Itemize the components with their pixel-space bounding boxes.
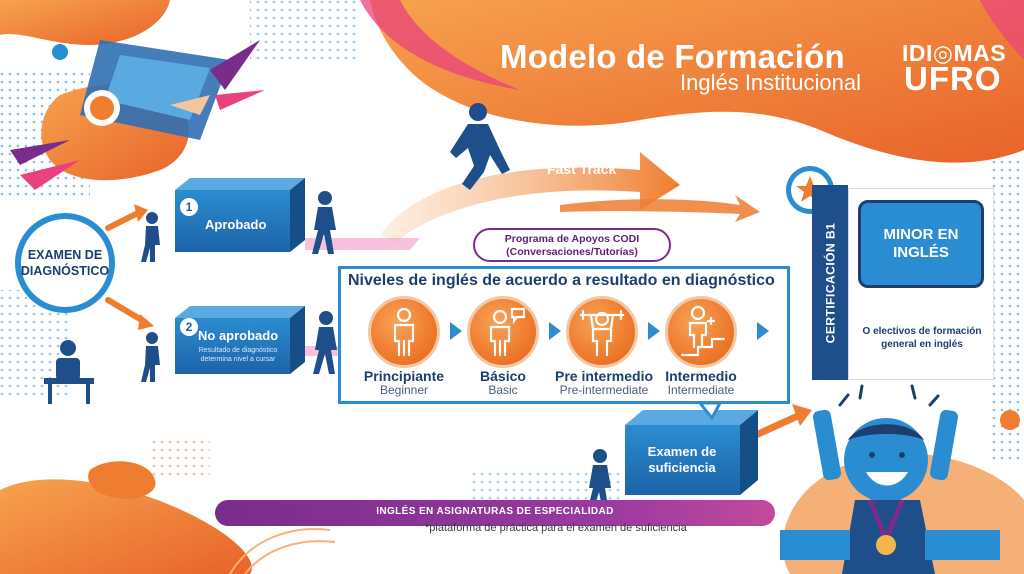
- person-lifting-icon: [579, 309, 625, 357]
- level-preintermedio-english: Pre-intermediate: [559, 383, 649, 397]
- level-arrow-1: [450, 322, 462, 340]
- arrow-to-approved: [105, 209, 143, 231]
- student-desk-figure: [44, 340, 94, 404]
- not-approved-label: No aprobado: [198, 328, 279, 343]
- approved-box-shape: [175, 178, 305, 252]
- fast-track-arrow: [380, 152, 680, 242]
- level-basico-name: Básico: [480, 368, 526, 384]
- sufficiency-line2: suficiencia: [648, 460, 716, 475]
- brand-logo-top: IDI◎MAS: [902, 40, 1007, 66]
- fast-track-lower-arrow: [560, 195, 760, 222]
- page-subtitle: Inglés Institucional: [680, 70, 861, 95]
- walker-figure-approved-left: [141, 212, 160, 262]
- certification-band: [812, 185, 848, 380]
- not-approved-note-line2: determina nivel a cursar: [200, 356, 276, 363]
- bottom-arc-lines: [229, 528, 331, 574]
- dots-right: [990, 160, 1024, 460]
- certification-label-wrap: CERTIFICACIÓN B1: [812, 185, 848, 380]
- bottom-left-blob: [0, 479, 252, 574]
- level-intermedio-badge: [665, 296, 737, 368]
- codi-program-box: Programa de Apoyos CODI (Conversaciones/…: [473, 228, 671, 262]
- bottom-left-blob-top: [88, 461, 156, 500]
- sufficiency-line1: Examen de: [647, 444, 717, 459]
- level-principiante-english: Beginner: [379, 383, 429, 397]
- minor-title-1: MINOR EN: [883, 226, 959, 243]
- level-basico-english: Basic: [488, 383, 518, 397]
- walker-figure-not-approved-left: [141, 332, 160, 382]
- level-preintermedio-name: Pre intermedio: [554, 368, 654, 384]
- level-arrow-4: [757, 322, 769, 340]
- level-arrow-2: [549, 322, 561, 340]
- level-basico-badge: [467, 296, 539, 368]
- brand-logo-bottom: UFRO: [904, 60, 1002, 97]
- header-swoosh-pink: [360, 0, 520, 90]
- sufficiency-exam-label: Examen de suficiencia: [628, 444, 736, 476]
- minor-bubble: MINOR EN INGLÉS: [858, 200, 984, 288]
- level-principiante-badge: [368, 296, 440, 368]
- sufficiency-box-shape: [625, 410, 758, 495]
- winner-character-illustration: [780, 384, 1000, 574]
- header-swoosh: [370, 0, 1024, 163]
- level-arrow-3: [648, 322, 660, 340]
- header-swoosh-accent: [980, 0, 1024, 60]
- diagnostic-exam-node: EXAMEN DE DIAGNÓSTICO: [15, 213, 115, 313]
- dots-bottom-left: [150, 440, 210, 480]
- person-speaking-icon: [489, 307, 526, 357]
- bottom-right-dot: [1000, 410, 1020, 430]
- specialty-label: INGLÉS EN ASIGNATURAS DE ESPECIALIDAD: [376, 506, 614, 517]
- specialty-bar: [215, 500, 775, 526]
- diagnostic-exam-label-1: EXAMEN DE: [27, 248, 103, 262]
- not-approved-note: Resultado de diagnóstico determina nivel…: [190, 346, 286, 364]
- not-approved-step-number: 2: [180, 318, 198, 336]
- walker-figure-not-approved-right: [313, 311, 337, 374]
- levels-title: Niveles de inglés de acuerdo a resultado…: [348, 272, 775, 289]
- certification-label: CERTIFICACIÓN B1: [823, 222, 838, 343]
- person-climbing-icon: [680, 305, 726, 357]
- level-preintermedio-badge: [566, 296, 638, 368]
- page-title: Modelo de Formación: [500, 38, 845, 75]
- minor-subtitle: O electivos de formación general en ingl…: [850, 325, 994, 351]
- diagnostic-exam-label-2: DIAGNÓSTICO: [20, 264, 110, 278]
- level-intermedio-name: Intermedio: [665, 368, 737, 384]
- approved-label: Aprobado: [205, 217, 267, 232]
- runner-figure-fast-track: [450, 103, 510, 190]
- minor-subtitle-2: general en inglés: [881, 339, 963, 350]
- dots-top-center: [250, 0, 360, 60]
- approved-step-number: 1: [180, 198, 198, 216]
- platform-footnote: *plataforma de práctica para el examen d…: [425, 522, 687, 534]
- fast-track-label: Fast Track: [547, 161, 617, 177]
- minor-title-2: INGLÉS: [893, 244, 949, 261]
- walker-figure-approved-right: [312, 191, 336, 254]
- arrow-to-not-approved: [105, 297, 148, 325]
- top-left-swoosh: [0, 0, 170, 45]
- not-approved-note-line1: Resultado de diagnóstico: [198, 347, 278, 354]
- rocket-character-illustration: [10, 40, 265, 190]
- approved-streak: [305, 238, 420, 250]
- codi-line2: (Conversaciones/Tutorías): [506, 246, 638, 258]
- codi-line1: Programa de Apoyos CODI: [504, 233, 640, 245]
- level-principiante-name: Principiante: [363, 368, 445, 384]
- level-intermedio-english: Intermediate: [667, 383, 735, 397]
- minor-subtitle-1: O electivos de formación: [862, 326, 982, 337]
- person-icon: [393, 307, 415, 357]
- top-left-dot: [52, 44, 68, 60]
